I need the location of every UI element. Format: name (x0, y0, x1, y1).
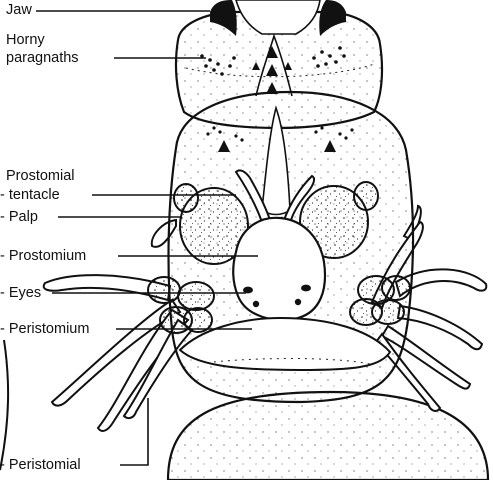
label-peristomial: - Peristomial (0, 457, 81, 474)
label-horny-line1: Horny (6, 32, 45, 49)
label-jaw: Jaw (6, 2, 32, 19)
prostomium-lobe (233, 218, 325, 320)
jaws (210, 0, 346, 36)
label-eyes: - Eyes (0, 285, 41, 302)
label-peristomium: - Peristomium (0, 321, 89, 338)
label-horny-line2: paragnaths (6, 50, 79, 67)
label-prostomium: - Prostomium (0, 248, 86, 265)
label-palp: - Palp (0, 209, 38, 226)
label-prostomial-line1: Prostomial (6, 168, 75, 185)
label-prostomial-line2: - tentacle (0, 187, 60, 204)
body-segment (168, 392, 488, 480)
